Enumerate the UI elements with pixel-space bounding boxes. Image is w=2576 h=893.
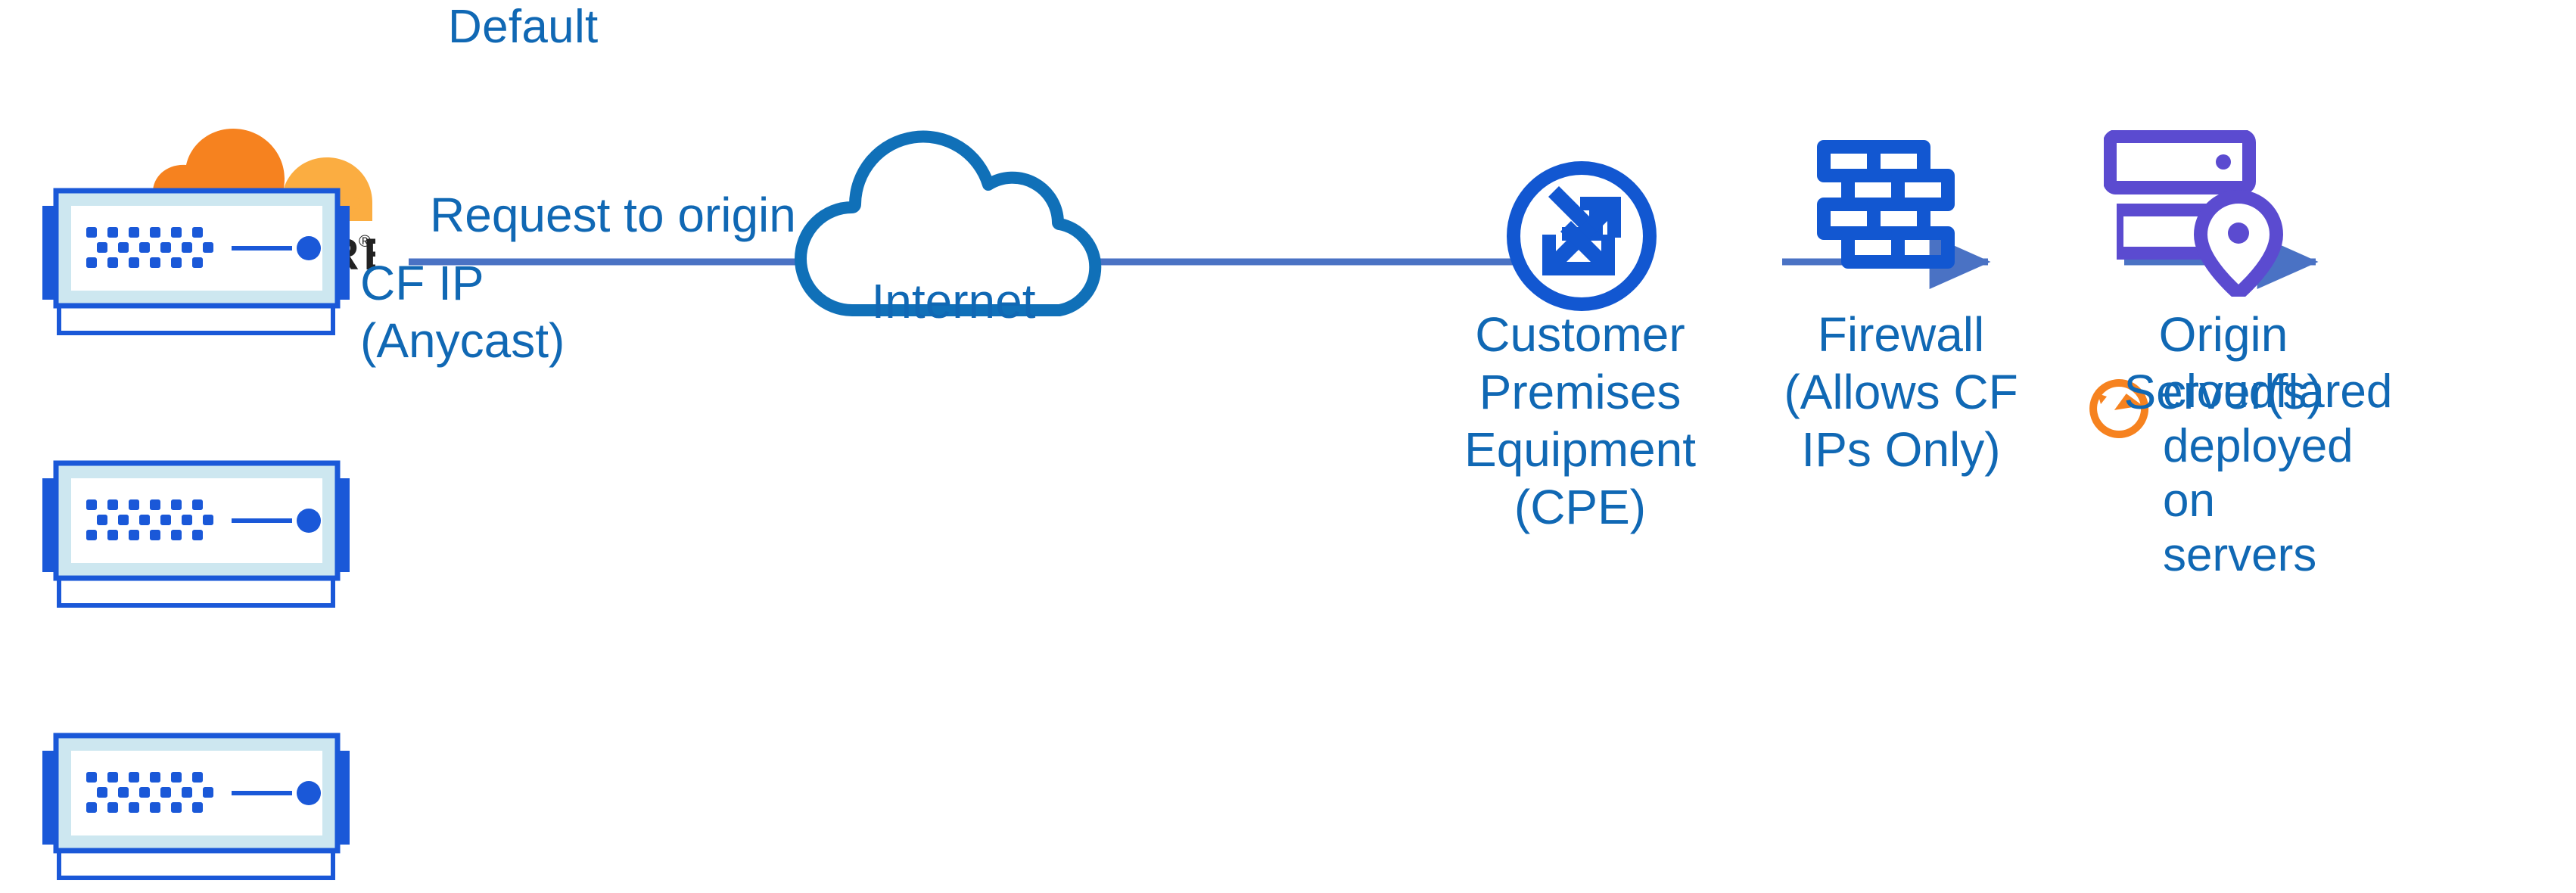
label-cloudflared-deployed: cloudflared deployed on servers <box>2163 365 2393 581</box>
cloudflare-trademark: ® <box>359 232 371 250</box>
edge-server-unit <box>33 730 359 893</box>
label-customer-premises-equipment: Customer Premises Equipment (CPE) <box>1464 307 1696 534</box>
router-arrows <box>1542 186 1621 275</box>
edge-server-unit <box>33 457 359 621</box>
connector-label-request-to-origin: Request to origin <box>430 188 796 242</box>
brick-wall-icon <box>1815 139 1957 291</box>
edge-server-unit <box>33 185 359 348</box>
page-title: Default <box>448 1 599 53</box>
sync-refresh-icon <box>2083 372 2155 445</box>
label-internet: Internet <box>871 274 1036 328</box>
server-led-matrix <box>86 227 213 268</box>
label-firewall: Firewall (Allows CF IPs Only) <box>1784 307 2018 477</box>
server-status-led <box>297 781 321 805</box>
router-icon <box>1503 157 1660 315</box>
diagram-canvas: Default <box>33 1 2393 880</box>
server-unit-graphic <box>42 188 350 335</box>
server-unit-graphic <box>42 733 350 880</box>
brick-rows <box>1817 140 1955 269</box>
server-led-matrix <box>86 499 213 540</box>
location-pin-icon <box>2194 190 2283 297</box>
server-status-led <box>297 236 321 260</box>
origin-server-led-top <box>2216 154 2231 170</box>
cloud-icon <box>764 98 1143 325</box>
server-unit-graphic <box>42 460 350 608</box>
label-cf-ip-anycast: CF IP (Anycast) <box>360 256 565 368</box>
server-status-led <box>297 509 321 533</box>
server-rack-pin-icon <box>2104 130 2291 297</box>
label-origin-servers: Origin Server(s) <box>2123 307 2323 419</box>
